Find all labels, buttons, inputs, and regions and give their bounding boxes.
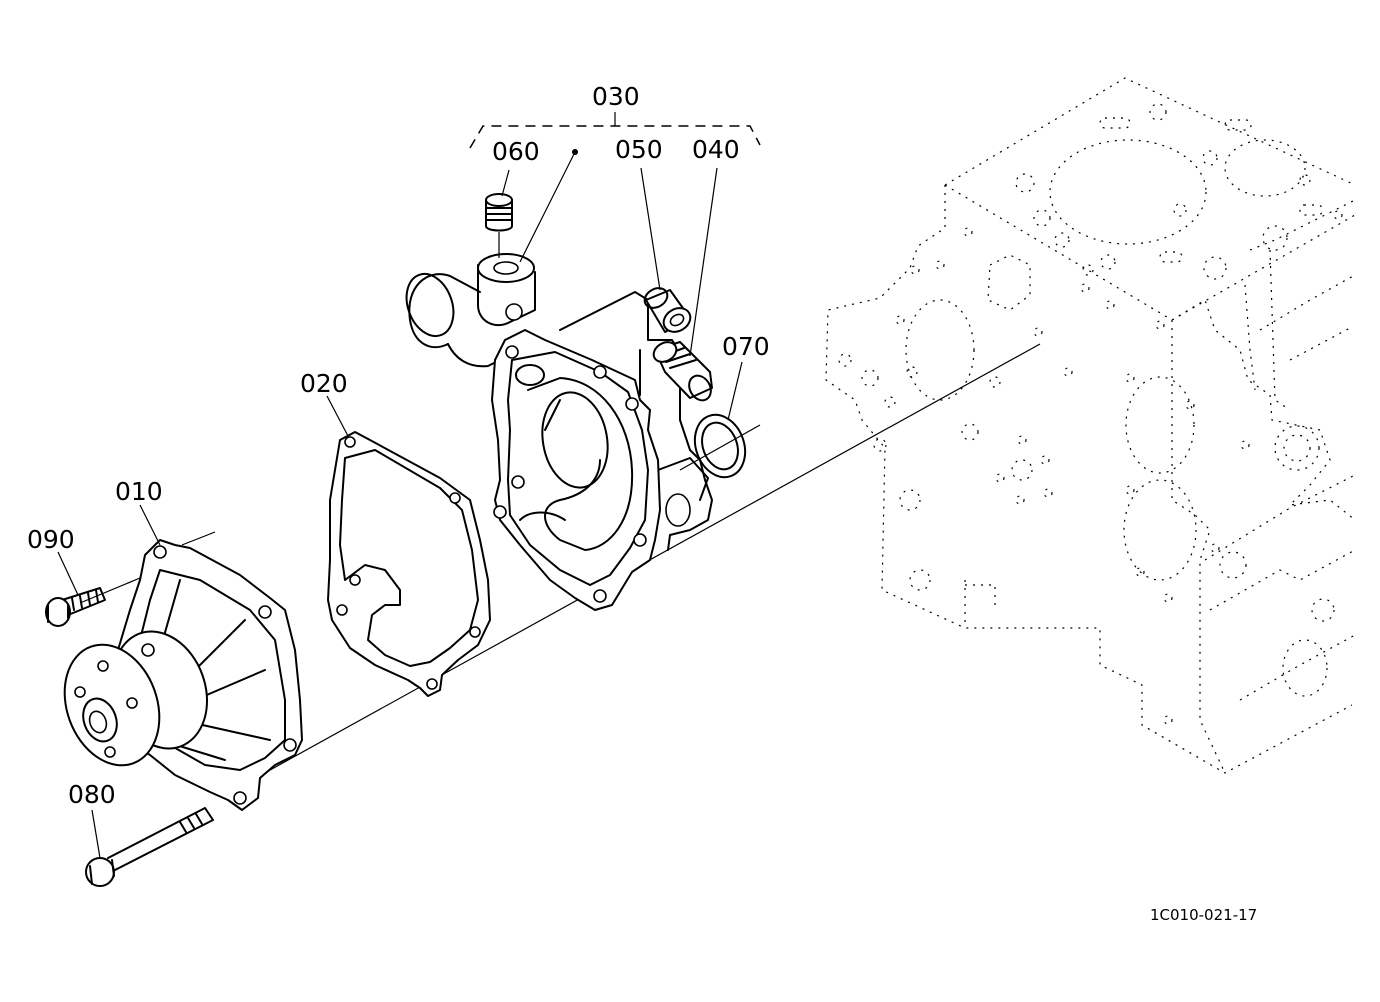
label-030: 030	[592, 82, 640, 111]
gasket	[327, 431, 491, 697]
label-060: 060	[492, 137, 540, 166]
label-040: 040	[692, 135, 740, 164]
label-050: 050	[615, 135, 663, 164]
label-080: 080	[68, 780, 116, 809]
leader-lines	[57, 112, 761, 859]
part-labels: 030 060 050 040 070 020 010 090 080	[27, 82, 770, 809]
label-020: 020	[300, 369, 348, 398]
label-070: 070	[722, 332, 770, 361]
engine-block	[825, 77, 1356, 774]
long-bolt	[85, 807, 214, 887]
label-090: 090	[27, 525, 75, 554]
plug-nut	[485, 193, 513, 258]
label-010: 010	[115, 477, 163, 506]
short-bolt	[45, 587, 106, 627]
o-ring	[693, 413, 747, 479]
drawing-code: 1C010-021-17	[1150, 906, 1257, 924]
fitting	[652, 341, 713, 402]
water-pump	[63, 539, 303, 811]
pipe	[643, 287, 692, 333]
